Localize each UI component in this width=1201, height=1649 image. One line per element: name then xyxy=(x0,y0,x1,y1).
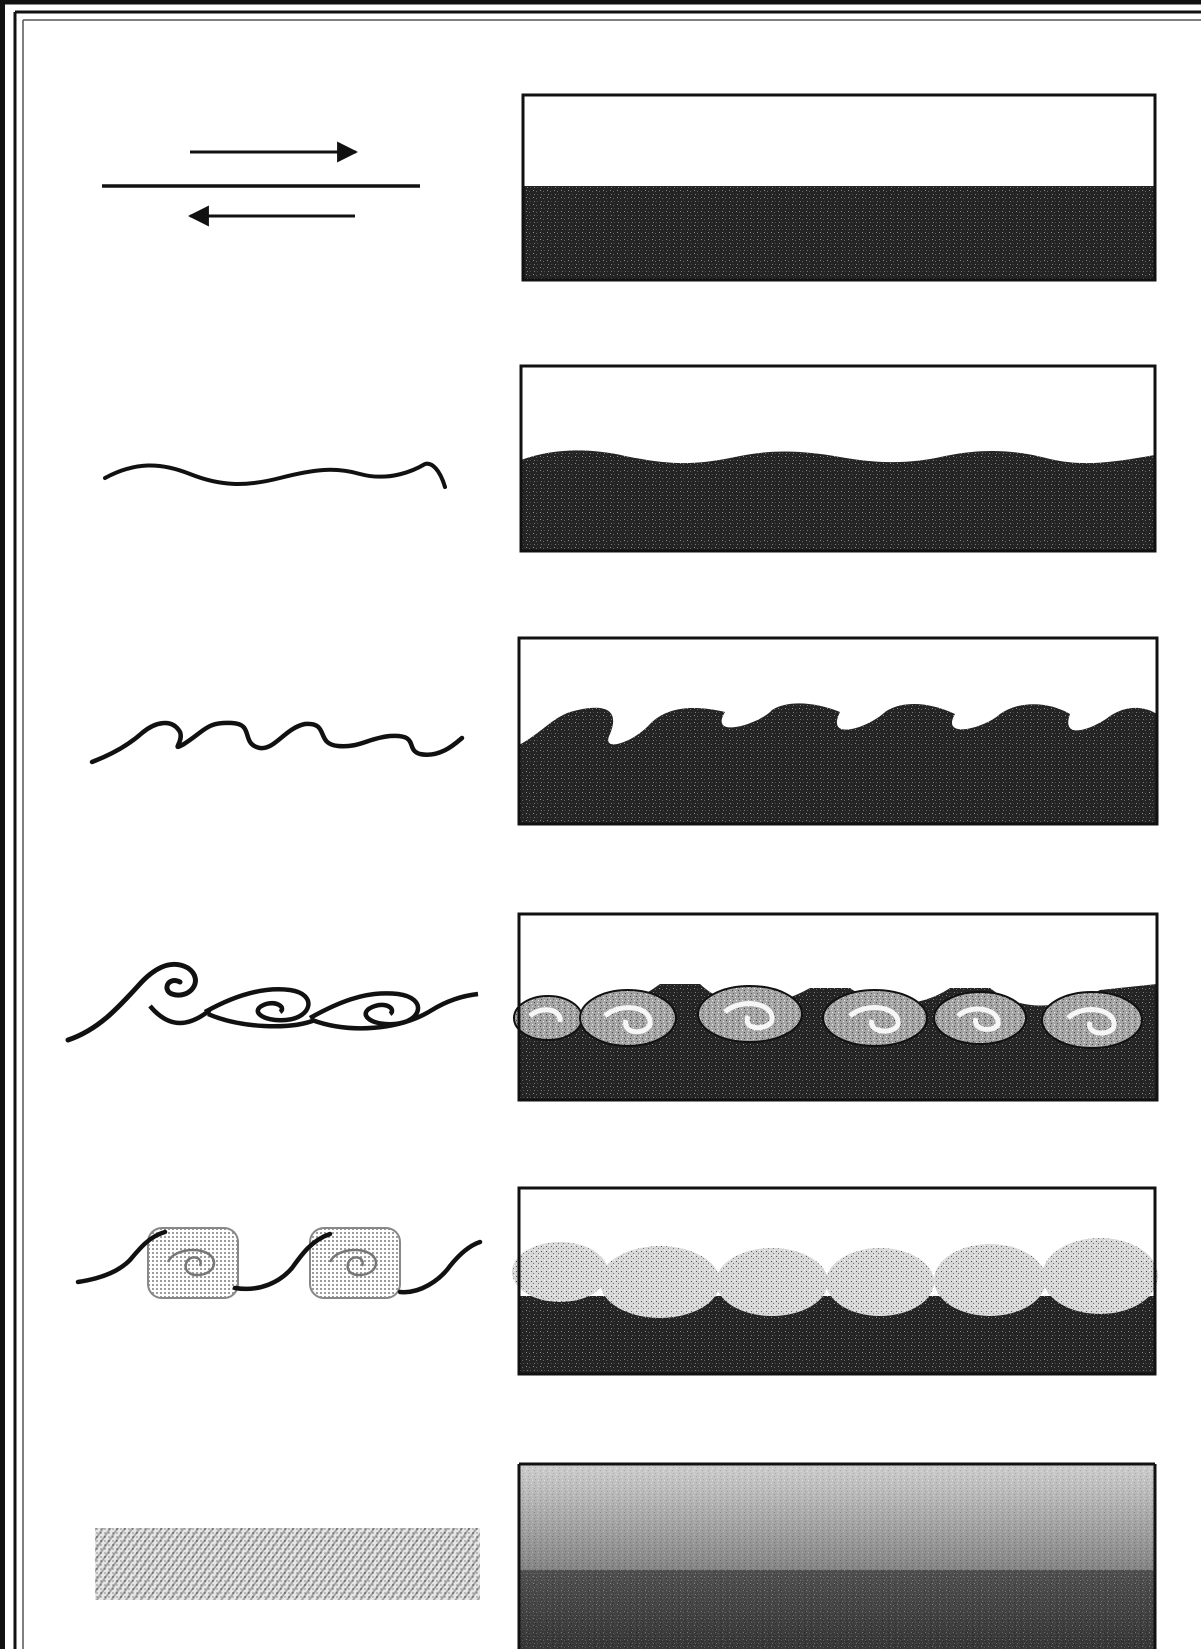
panel-curling-wave-crests xyxy=(519,638,1157,824)
panel-kelvin-helmholtz-billows xyxy=(514,914,1157,1100)
panel-billows-breaking-down xyxy=(512,1188,1158,1374)
panel-small-amplitude-waves xyxy=(521,366,1155,551)
panel-turbulent-mixed-layer xyxy=(519,1464,1155,1649)
sketch-rolled-up-spiral-vortices xyxy=(68,964,478,1040)
sketch-breaking-billows-partially-mixed xyxy=(78,1228,480,1298)
sketch-small-wavy-line xyxy=(105,464,445,487)
sketch-fully-mixed-turbulent-layer xyxy=(95,1528,480,1600)
sketch-opposing-shear-arrows xyxy=(102,152,420,216)
sketch-steepening-wave-crests xyxy=(92,723,462,762)
panel-flat-interface xyxy=(523,95,1155,280)
